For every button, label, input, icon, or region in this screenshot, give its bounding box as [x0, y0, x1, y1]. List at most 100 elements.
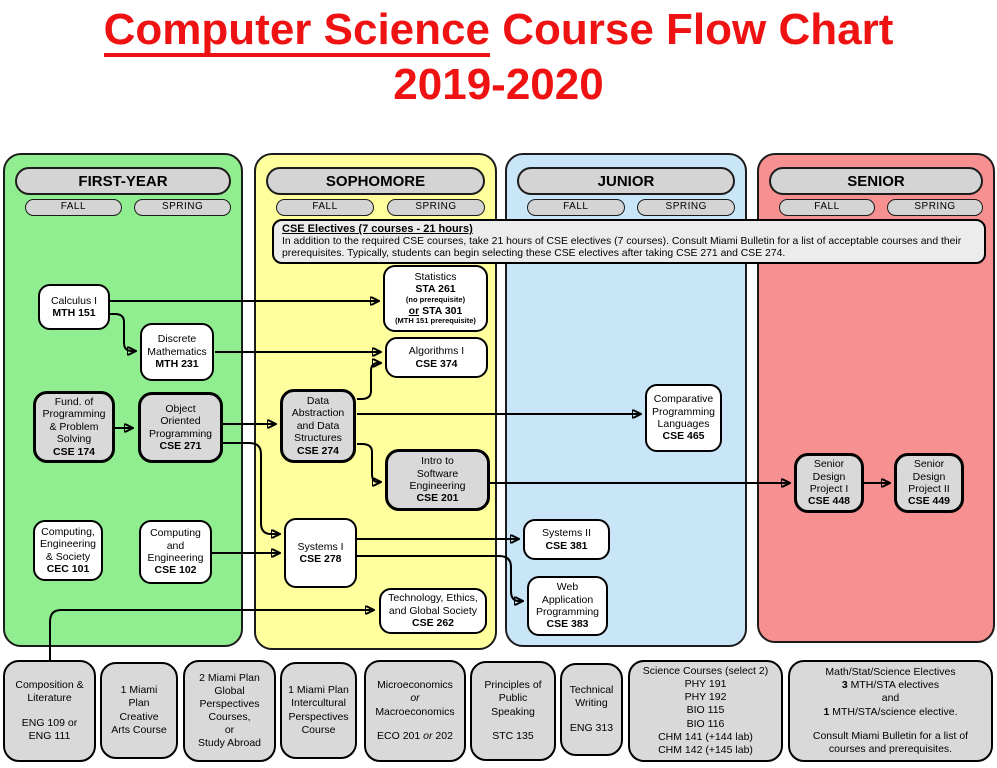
text-line: and Data — [296, 419, 340, 432]
text-line: Engineering — [147, 552, 204, 564]
course-code: MTH 151 — [52, 307, 96, 319]
course-code: CSE 448 — [807, 495, 851, 508]
course-name: Systems II — [542, 527, 591, 539]
course-alt: or STA 301 — [409, 305, 463, 317]
requirement-text: Math/Stat/Science Electives — [825, 666, 956, 679]
term-pill-fall: FALL — [276, 199, 374, 216]
text-line: Languages — [657, 418, 710, 430]
course-code: CSE 274 — [296, 444, 340, 457]
course-name: Calculus I — [51, 295, 97, 307]
text-line: Computing — [150, 527, 201, 540]
text-line: Application — [541, 593, 594, 606]
course-name: Systems I — [297, 541, 343, 553]
text-line: BIO 115 — [686, 704, 725, 717]
course-box-cse262: Technology, Ethics,and Global Society CS… — [379, 588, 487, 634]
requirement-text: and — [881, 692, 900, 705]
text-line: Programming — [148, 427, 213, 440]
cse-electives-note: CSE Electives (7 courses - 21 hours) In … — [272, 219, 986, 264]
text-line: Mathematics — [147, 345, 207, 358]
title-line-2: 2019-2020 — [393, 60, 604, 110]
course-code: CSE 374 — [415, 357, 458, 370]
text-line: Intercultural — [291, 697, 346, 710]
course-code: CSE 449 — [907, 495, 951, 508]
term-pill-fall: FALL — [527, 199, 625, 216]
course-code: CEC 101 — [46, 562, 90, 575]
cse-electives-heading: CSE Electives (7 courses - 21 hours) — [282, 223, 473, 235]
text-line: Fund. of — [54, 396, 94, 409]
text-line: ENG 109 or — [21, 716, 78, 729]
text-line: Senior — [913, 458, 945, 471]
text-line: Course — [301, 723, 336, 736]
text-line: Global — [214, 684, 245, 697]
term-pill-fall: FALL — [25, 199, 122, 216]
text-line: ENG 111 — [28, 729, 71, 742]
text-line: ENG 313 — [569, 721, 614, 734]
requirement-text: 1 MTH/STA/science elective. — [823, 705, 958, 718]
text-line: Calculus I — [50, 294, 98, 307]
course-note: (no prerequisite) — [405, 294, 466, 304]
term-pill-spring: SPRING — [637, 199, 735, 216]
requirement-text: 3 MTH/STA electives — [841, 679, 940, 692]
requirement-text: Microeconomics — [377, 679, 453, 692]
course-code: CSE 278 — [299, 553, 342, 565]
page-title: Computer Science Course Flow Chart 2019-… — [0, 4, 997, 111]
course-code: MTH 231 — [155, 358, 199, 371]
course-name: Computing,Engineering& Society — [40, 526, 96, 563]
text-line: CHM 141 (+144 lab) — [658, 730, 753, 743]
text-line: Technology, Ethics, — [388, 592, 478, 605]
course-name: Technology, Ethics,and Global Society — [388, 592, 478, 617]
text-line: Principles of — [484, 679, 542, 692]
text-line: and Global Society — [388, 604, 478, 617]
requirement-box-economics: Microeconomics or Macroeconomics ECO 201… — [364, 660, 466, 762]
text-line: or — [224, 724, 235, 737]
text-line: Project I — [809, 483, 849, 495]
text-line: Literature — [27, 692, 72, 705]
text-line: Data — [306, 395, 330, 408]
or-label: or — [410, 692, 420, 705]
column-header-senior: SENIOR — [769, 167, 983, 195]
text-line: Web — [556, 581, 579, 594]
title-underlined: Computer Science — [103, 6, 490, 58]
course-box-cec101: Computing,Engineering& Society CEC 101 — [33, 520, 103, 581]
text-line: 1 Miami — [120, 684, 158, 697]
text-line: Abstraction — [291, 407, 345, 420]
text-line — [570, 711, 614, 722]
text-line: Perspectives — [288, 710, 349, 723]
text-line: Perspectives — [199, 697, 260, 710]
text-line: Comparative — [653, 393, 714, 406]
title-line-1: Computer Science Course Flow Chart — [0, 4, 997, 58]
text-line: PHY 192 — [684, 691, 727, 704]
course-box-sta261-sta301: Statistics STA 261 (no prerequisite) or … — [383, 265, 488, 332]
course-name: Algorithms I — [409, 345, 464, 357]
text-line: Engineering — [409, 480, 466, 492]
text-line: Design — [912, 470, 946, 483]
text-line: STC 135 — [492, 729, 534, 742]
text-line — [15, 706, 83, 717]
text-line: Programming — [535, 606, 600, 618]
column-header-junior: JUNIOR — [517, 167, 735, 195]
text-line: Intro to — [421, 455, 454, 468]
text-line: Programming — [42, 408, 106, 421]
requirement-text: Macroeconomics — [375, 705, 455, 718]
text-line: Design — [812, 470, 846, 483]
text-line: Writing — [575, 697, 608, 710]
